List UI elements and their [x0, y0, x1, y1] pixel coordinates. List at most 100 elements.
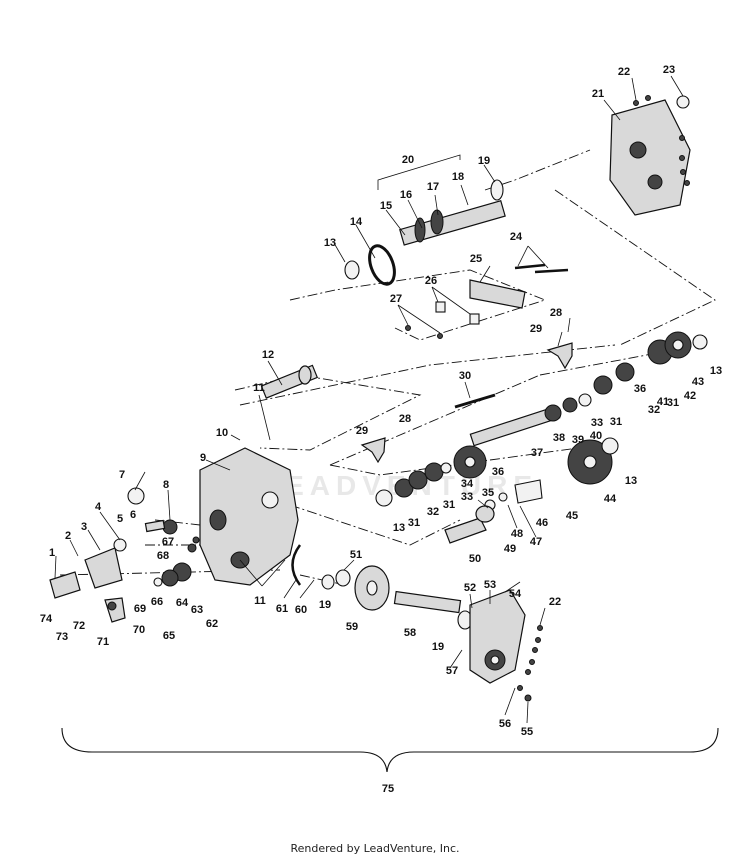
callout-72: 72	[73, 620, 85, 632]
callout-68: 68	[157, 550, 169, 562]
callout-19-bottom-b: 19	[319, 599, 331, 611]
callout-42: 42	[684, 390, 696, 402]
callout-63: 63	[191, 604, 203, 616]
bracket	[469, 279, 526, 309]
parts	[49, 95, 708, 702]
callout-12: 12	[262, 349, 274, 361]
axle-shaft	[393, 590, 462, 614]
callout-70: 70	[133, 624, 145, 636]
callout-15: 15	[380, 200, 392, 212]
callout-53: 53	[484, 579, 496, 591]
callout-49: 49	[504, 543, 516, 555]
callout-5: 5	[117, 513, 123, 525]
callout-41: 41	[657, 396, 669, 408]
callout-13-right-b: 13	[625, 475, 637, 487]
callout-40: 40	[590, 430, 602, 442]
callout-67: 67	[162, 536, 174, 548]
footer-credit: Rendered by LeadVenture, Inc.	[290, 842, 460, 855]
callout-31-left-b: 31	[443, 499, 455, 511]
callout-13-top: 13	[324, 237, 336, 249]
callout-32-left: 32	[427, 506, 439, 518]
callout-36-left: 36	[492, 466, 504, 478]
callout-44: 44	[604, 493, 617, 505]
callout-69: 69	[134, 603, 146, 615]
callout-57: 57	[446, 665, 458, 677]
callout-3: 3	[81, 521, 87, 533]
callout-20: 20	[402, 154, 414, 166]
callout-28-right: 28	[550, 307, 562, 319]
callout-11-bottom: 11	[254, 595, 266, 607]
callout-61: 61	[276, 603, 288, 615]
callout-51: 51	[350, 549, 362, 561]
callout-50: 50	[469, 553, 481, 565]
housing-cover-bottom	[469, 589, 526, 684]
callout-7: 7	[119, 469, 125, 481]
callout-36-right: 36	[634, 383, 646, 395]
callout-27: 27	[390, 293, 402, 305]
callout-34: 34	[461, 478, 474, 490]
callout-19-bottom-a: 19	[432, 641, 444, 653]
callout-21: 21	[592, 88, 604, 100]
callout-10: 10	[216, 427, 228, 439]
callout-47: 47	[530, 536, 542, 548]
callout-54: 54	[509, 588, 522, 600]
callout-26: 26	[425, 275, 437, 287]
callout-62: 62	[206, 618, 218, 630]
callout-6: 6	[130, 509, 136, 521]
callout-29-right: 29	[530, 323, 542, 335]
callout-31-left-a: 31	[408, 517, 420, 529]
callout-14: 14	[350, 216, 363, 228]
callout-73: 73	[56, 631, 68, 643]
callout-59: 59	[346, 621, 358, 633]
callout-43: 43	[692, 376, 704, 388]
callout-17: 17	[427, 181, 439, 193]
callout-64: 64	[176, 597, 189, 609]
callout-31-right-b: 31	[610, 416, 622, 428]
leader-lines	[54, 75, 684, 724]
callout-56: 56	[499, 718, 511, 730]
callout-labels: 1 2 3 4 5 6 7 8 9 10 11 12 13 14 15 16 1…	[40, 64, 722, 795]
callout-38: 38	[553, 432, 565, 444]
callout-13-right-a: 13	[710, 365, 722, 377]
callout-75: 75	[382, 783, 394, 795]
callout-24: 24	[510, 231, 523, 243]
callout-22-top: 22	[618, 66, 630, 78]
input-shaft	[399, 199, 506, 246]
callout-30: 30	[459, 370, 471, 382]
callout-9: 9	[200, 452, 206, 464]
callout-33-right: 33	[591, 417, 603, 429]
callout-71: 71	[97, 636, 109, 648]
callout-46: 46	[536, 517, 548, 529]
callout-65: 65	[163, 630, 175, 642]
callout-28-left: 28	[399, 413, 411, 425]
callout-1: 1	[49, 547, 55, 559]
callout-16: 16	[400, 189, 412, 201]
callout-66: 66	[151, 596, 163, 608]
callout-13-left: 13	[393, 522, 405, 534]
callout-31-right-a: 31	[667, 397, 679, 409]
callout-48: 48	[511, 528, 523, 540]
callout-39: 39	[572, 434, 584, 446]
callout-52: 52	[464, 582, 476, 594]
callout-32-right: 32	[648, 404, 660, 416]
callout-55: 55	[521, 726, 533, 738]
assembly-brace	[61, 727, 719, 773]
output-shaft	[444, 517, 487, 544]
callout-74: 74	[40, 613, 53, 625]
callout-60: 60	[295, 604, 307, 616]
callout-2: 2	[65, 530, 71, 542]
callout-25: 25	[470, 253, 482, 265]
callout-23: 23	[663, 64, 675, 76]
callout-58: 58	[404, 627, 416, 639]
callout-22-bottom: 22	[549, 596, 561, 608]
callout-11-top: 11	[253, 382, 265, 394]
callout-35: 35	[482, 487, 494, 499]
callout-8: 8	[163, 479, 169, 491]
callout-18: 18	[452, 171, 464, 183]
callout-33-left: 33	[461, 491, 473, 503]
main-housing	[199, 447, 299, 586]
callout-29-left: 29	[356, 425, 368, 437]
callout-4: 4	[95, 501, 102, 513]
callout-19-top: 19	[478, 155, 490, 167]
